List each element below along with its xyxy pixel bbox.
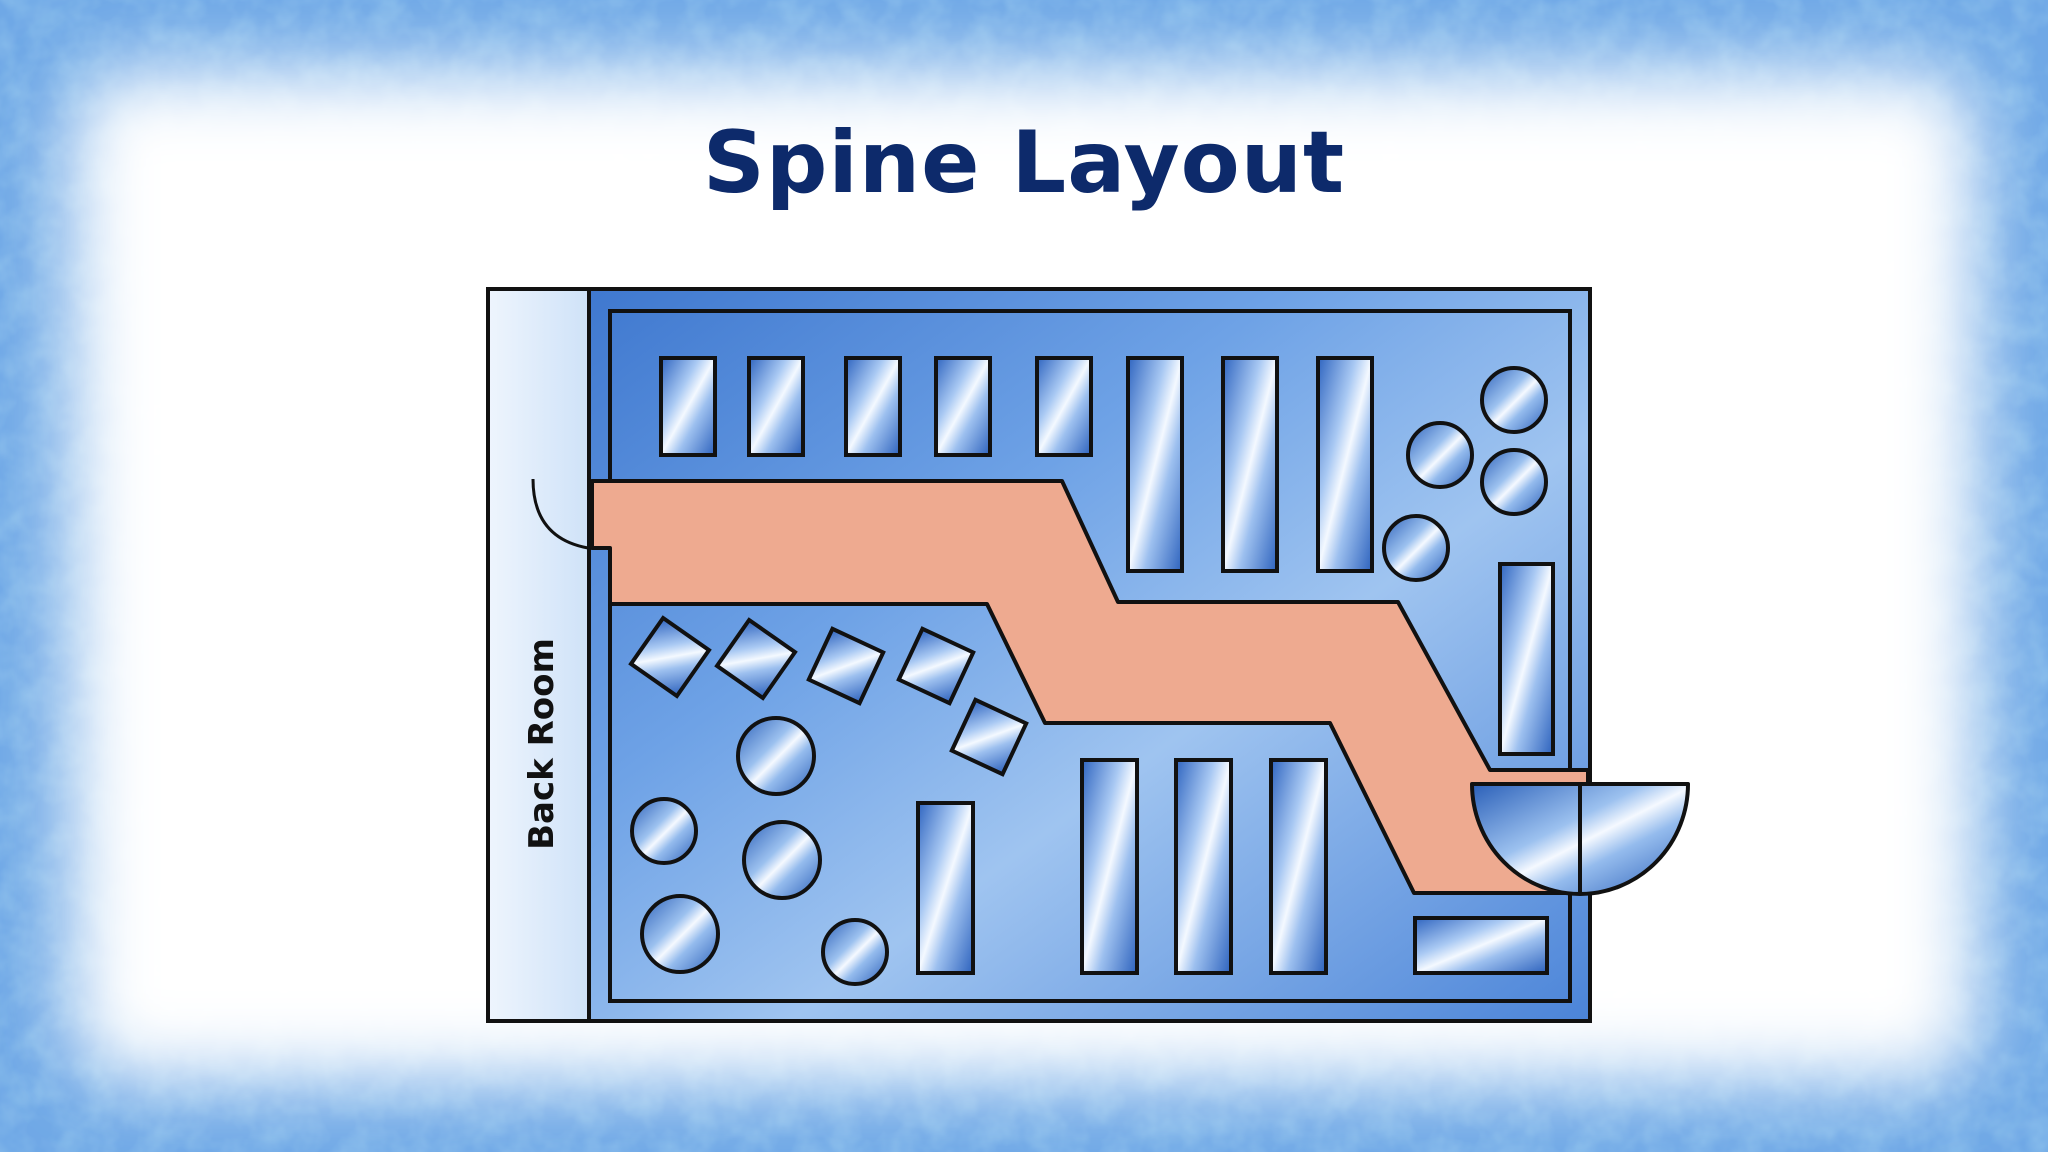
angled-table-4 <box>896 626 976 706</box>
gondola-top-4 <box>934 356 992 457</box>
gondola-bottom-long-3 <box>1269 758 1328 975</box>
gondola-top-long-2 <box>1221 356 1279 573</box>
round-rack-5 <box>736 716 816 796</box>
entrance-display <box>1470 782 1690 896</box>
angled-table-3 <box>806 626 886 706</box>
gondola-top-long-1 <box>1126 356 1184 573</box>
wall-fixture-right <box>1498 562 1555 756</box>
spine-aisle <box>590 479 1590 895</box>
angled-table-5 <box>949 697 1029 777</box>
round-rack-1 <box>1480 366 1548 434</box>
round-rack-8 <box>640 894 720 974</box>
back-room-door <box>531 478 589 550</box>
round-rack-4 <box>1382 514 1450 582</box>
round-rack-2 <box>1406 421 1474 489</box>
gondola-bottom-long-2 <box>1174 758 1233 975</box>
perimeter-wall-fixtures <box>608 309 1572 1003</box>
gondola-bottom-1 <box>916 801 975 975</box>
angled-table-2 <box>714 617 798 701</box>
gondola-top-1 <box>659 356 717 457</box>
round-rack-7 <box>742 820 822 900</box>
gondola-top-3 <box>844 356 902 457</box>
round-rack-6 <box>630 797 698 865</box>
back-room <box>486 287 591 1023</box>
gondola-top-2 <box>747 356 805 457</box>
slide-title: Spine Layout <box>702 113 1346 213</box>
round-rack-9 <box>821 918 889 986</box>
angled-table-1 <box>628 615 712 699</box>
gondola-top-long-3 <box>1316 356 1374 573</box>
gondola-bottom-long-1 <box>1080 758 1139 975</box>
checkout-counter <box>1413 916 1549 975</box>
gondola-top-5 <box>1035 356 1093 457</box>
round-rack-3 <box>1480 448 1548 516</box>
back-room-label: Back Room <box>522 638 562 850</box>
